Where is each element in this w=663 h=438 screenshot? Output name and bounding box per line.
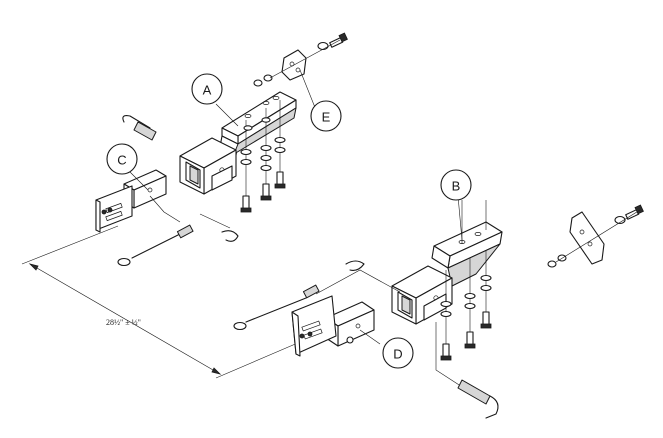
hardware-top-e (253, 32, 348, 87)
svg-text:E: E (322, 110, 331, 125)
callout-b: B (440, 169, 472, 201)
ball-mount-d (291, 295, 375, 357)
leader-c (129, 171, 149, 191)
safety-cable-left (117, 195, 239, 267)
leader-d (359, 329, 381, 345)
safety-cable-right (233, 260, 401, 331)
svg-text:B: B (452, 179, 461, 194)
ball-mount-c (95, 169, 167, 233)
callout-a: A (191, 73, 223, 105)
callout-e: E (310, 100, 342, 132)
callout-d: D (382, 337, 414, 369)
leader-b (457, 195, 463, 241)
svg-text:C: C (117, 153, 126, 168)
bracket-b (391, 221, 503, 325)
bolt-stack-b (440, 200, 492, 361)
hardware-right-plate (547, 204, 644, 268)
callout-c: C (106, 143, 138, 175)
hitch-pin-b (435, 322, 499, 419)
leader-e (299, 69, 317, 111)
dimension-label: 28½" ± ½" (106, 318, 141, 327)
bolt-stack-a (240, 100, 286, 213)
hitch-pin-a (122, 115, 157, 141)
leader-a (215, 103, 239, 127)
svg-text:D: D (393, 347, 402, 362)
dimension-28-5 (21, 225, 301, 379)
svg-text:A: A (203, 83, 212, 98)
